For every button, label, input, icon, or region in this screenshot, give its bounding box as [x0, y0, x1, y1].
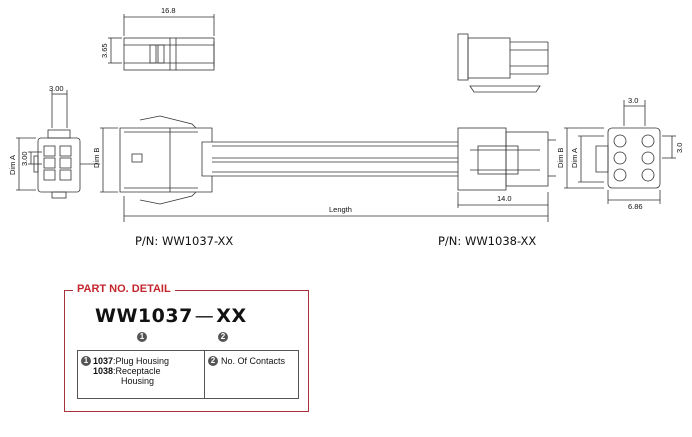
bullet-2-icon: 2 — [218, 332, 228, 342]
plug-top-view — [123, 37, 215, 71]
model-number: WW1037—XX — [95, 305, 247, 327]
bullet-2-icon: 2 — [208, 356, 218, 366]
plug-end-view — [33, 129, 100, 199]
dim-left-width: 3.00 — [49, 84, 64, 93]
dim-top-height: 3.65 — [100, 43, 109, 58]
desc-plug: :Plug Housing — [113, 356, 170, 366]
dim-main-dim-b: Dim B — [92, 148, 101, 168]
dim-rv-dim-b: Dim B — [556, 148, 565, 168]
model-base: WW1037 — [95, 305, 193, 327]
dim-length: Length — [329, 205, 352, 214]
part-no-detail-box: PART NO. DETAIL WW1037—XX 1 2 1 1037:Plu… — [64, 283, 309, 412]
dim-top-width: 16.8 — [161, 6, 176, 15]
code-plug: 1037 — [93, 356, 114, 366]
table-divider — [204, 351, 205, 398]
receptacle-top-view — [457, 33, 549, 93]
part-no-detail-title: PART NO. DETAIL — [73, 283, 175, 295]
detail-table: 1 1037:Plug Housing 1038:Receptacle Hous… — [77, 350, 299, 399]
receptacle-side-view — [457, 127, 556, 191]
dim-left-pitch: 3.00 — [20, 151, 29, 166]
dim-rv-width: 6.86 — [628, 202, 643, 211]
housing-row-receptacle: 1038:Receptacle — [93, 366, 161, 376]
plug-side-view — [119, 115, 213, 205]
plug-part-number: P/N: WW1037-XX — [135, 234, 234, 248]
model-dash: — — [194, 305, 215, 327]
wires — [212, 141, 458, 177]
bullet-1-icon: 1 — [81, 356, 91, 366]
receptacle-end-view — [595, 127, 661, 189]
desc-receptacle: :Receptacle — [113, 366, 161, 376]
code-receptacle: 1038 — [93, 366, 114, 376]
dim-right-length: 14.0 — [497, 194, 512, 203]
dim-rv-dim-a: Dim A — [570, 148, 579, 168]
dim-left-dim-a: Dim A — [8, 155, 17, 175]
dim-rv-pitch-top: 3.0 — [628, 96, 638, 105]
dim-rv-pitch-side: 3.0 — [675, 143, 684, 153]
contacts-label: No. Of Contacts — [221, 356, 286, 366]
housing-row-receptacle-2: Housing — [121, 376, 155, 386]
model-suffix: XX — [216, 305, 247, 327]
receptacle-part-number: P/N: WW1038-XX — [438, 234, 537, 248]
bullet-1-icon: 1 — [137, 332, 147, 342]
housing-row-plug: 1037:Plug Housing — [93, 356, 169, 366]
